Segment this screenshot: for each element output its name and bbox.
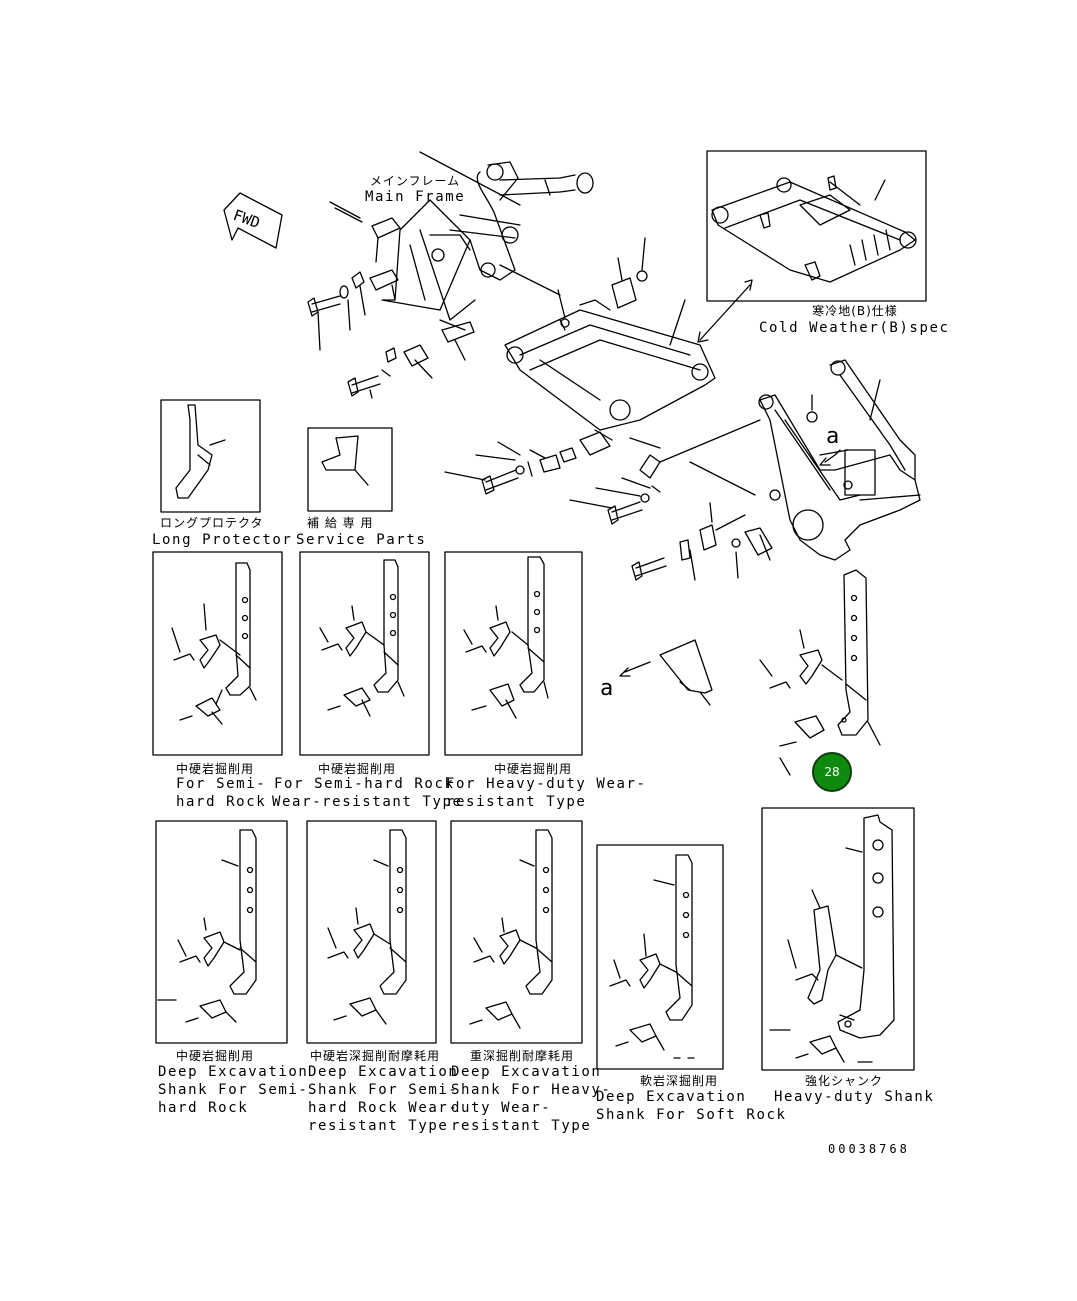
shank-4-en-line3: hard Rock	[158, 1100, 249, 1116]
shank-6-en-line3: duty Wear-	[451, 1100, 552, 1116]
drawing-number: 00038768	[828, 1142, 910, 1156]
shank-6-jp-label: 重深掘削耐摩耗用	[470, 1049, 575, 1063]
shank-8-jp-label: 強化シャンク	[805, 1074, 884, 1088]
double-arrow-icon	[697, 279, 753, 343]
long-protector-jp-label: ロングプロテクタ	[160, 516, 264, 530]
shank-6-en-line4: resistant Type	[451, 1118, 592, 1134]
shank-box-7	[596, 844, 724, 1070]
shank-box-3	[444, 551, 583, 756]
wear-plate-drawing	[619, 449, 841, 706]
detail-a-label-frame: a	[826, 424, 840, 449]
long-protector-inset-drawing	[160, 399, 261, 513]
shank-3-en-line1: For Heavy-duty Wear-	[446, 776, 647, 792]
shank-7-en-line1: Deep Excavation	[596, 1089, 747, 1105]
shank-5-en-line3: hard Rock Wear-	[308, 1100, 459, 1116]
shank-5-en-line1: Deep Excavation	[308, 1064, 459, 1080]
pins-bolts-middle-drawing	[444, 419, 773, 581]
shank-4-en-line1: Deep Excavation	[158, 1064, 309, 1080]
main-frame-en-label: Main Frame	[365, 189, 466, 205]
callout-28-number: 28	[824, 765, 840, 779]
shank-1-en-line1: For Semi-	[176, 776, 267, 792]
shank-box-4	[155, 820, 288, 1044]
shank-5-en-line2: Shank For Semi-	[308, 1082, 459, 1098]
shank-7-en-line2: Shank For Soft Rock	[596, 1107, 787, 1123]
cold-weather-inset-drawing	[706, 150, 927, 302]
shank-7-jp-label: 軟岩深掘削用	[640, 1074, 719, 1088]
shank-box-5	[306, 820, 437, 1044]
shank-6-en-line1: Deep Excavation	[451, 1064, 602, 1080]
shank-box-2	[299, 551, 430, 756]
ripper-frame-drawing	[689, 359, 921, 561]
long-protector-en-label: Long Protector	[152, 532, 293, 548]
shank-2-jp-label: 中硬岩掘削用	[318, 762, 397, 776]
service-parts-en-label: Service Parts	[296, 532, 427, 548]
shank-3-en-line2: resistant Type	[446, 794, 587, 810]
link-arm-drawing	[504, 237, 716, 431]
featured-shank-drawing	[759, 569, 881, 776]
shank-5-jp-label: 中硬岩深掘削耐摩耗用	[310, 1049, 441, 1063]
bolts-left-drawing	[307, 271, 433, 399]
detail-a-label: a	[600, 676, 614, 701]
cold-weather-en-label: Cold Weather(B)spec	[759, 320, 950, 336]
shank-5-en-line4: resistant Type	[308, 1118, 449, 1134]
cold-weather-jp-label: 寒冷地(B)仕様	[812, 304, 898, 318]
shank-2-en-line2: Wear-resistant Type	[272, 794, 463, 810]
service-parts-jp-label: 補 給 専 用	[307, 516, 374, 530]
main-frame-drawing	[329, 151, 594, 361]
shank-1-en-line2: hard Rock	[176, 794, 267, 810]
main-frame-jp-label: メインフレーム	[369, 174, 461, 188]
callout-28[interactable]: 28	[812, 752, 852, 792]
shank-box-1	[152, 551, 283, 756]
shank-4-jp-label: 中硬岩掘削用	[176, 1049, 255, 1063]
shank-box-8	[761, 807, 915, 1071]
shank-3-jp-label: 中硬岩掘削用	[494, 762, 573, 776]
shank-6-en-line2: Shank For Heavy-	[451, 1082, 612, 1098]
shank-1-jp-label: 中硬岩掘削用	[176, 762, 255, 776]
shank-2-en-line1: For Semi-hard Rock	[274, 776, 455, 792]
shank-8-en-line1: Heavy-duty Shank	[774, 1089, 935, 1105]
service-parts-inset-drawing	[307, 427, 393, 512]
shank-4-en-line2: Shank For Semi-	[158, 1082, 309, 1098]
shank-box-6	[450, 820, 583, 1044]
fwd-arrow-icon	[223, 192, 283, 249]
